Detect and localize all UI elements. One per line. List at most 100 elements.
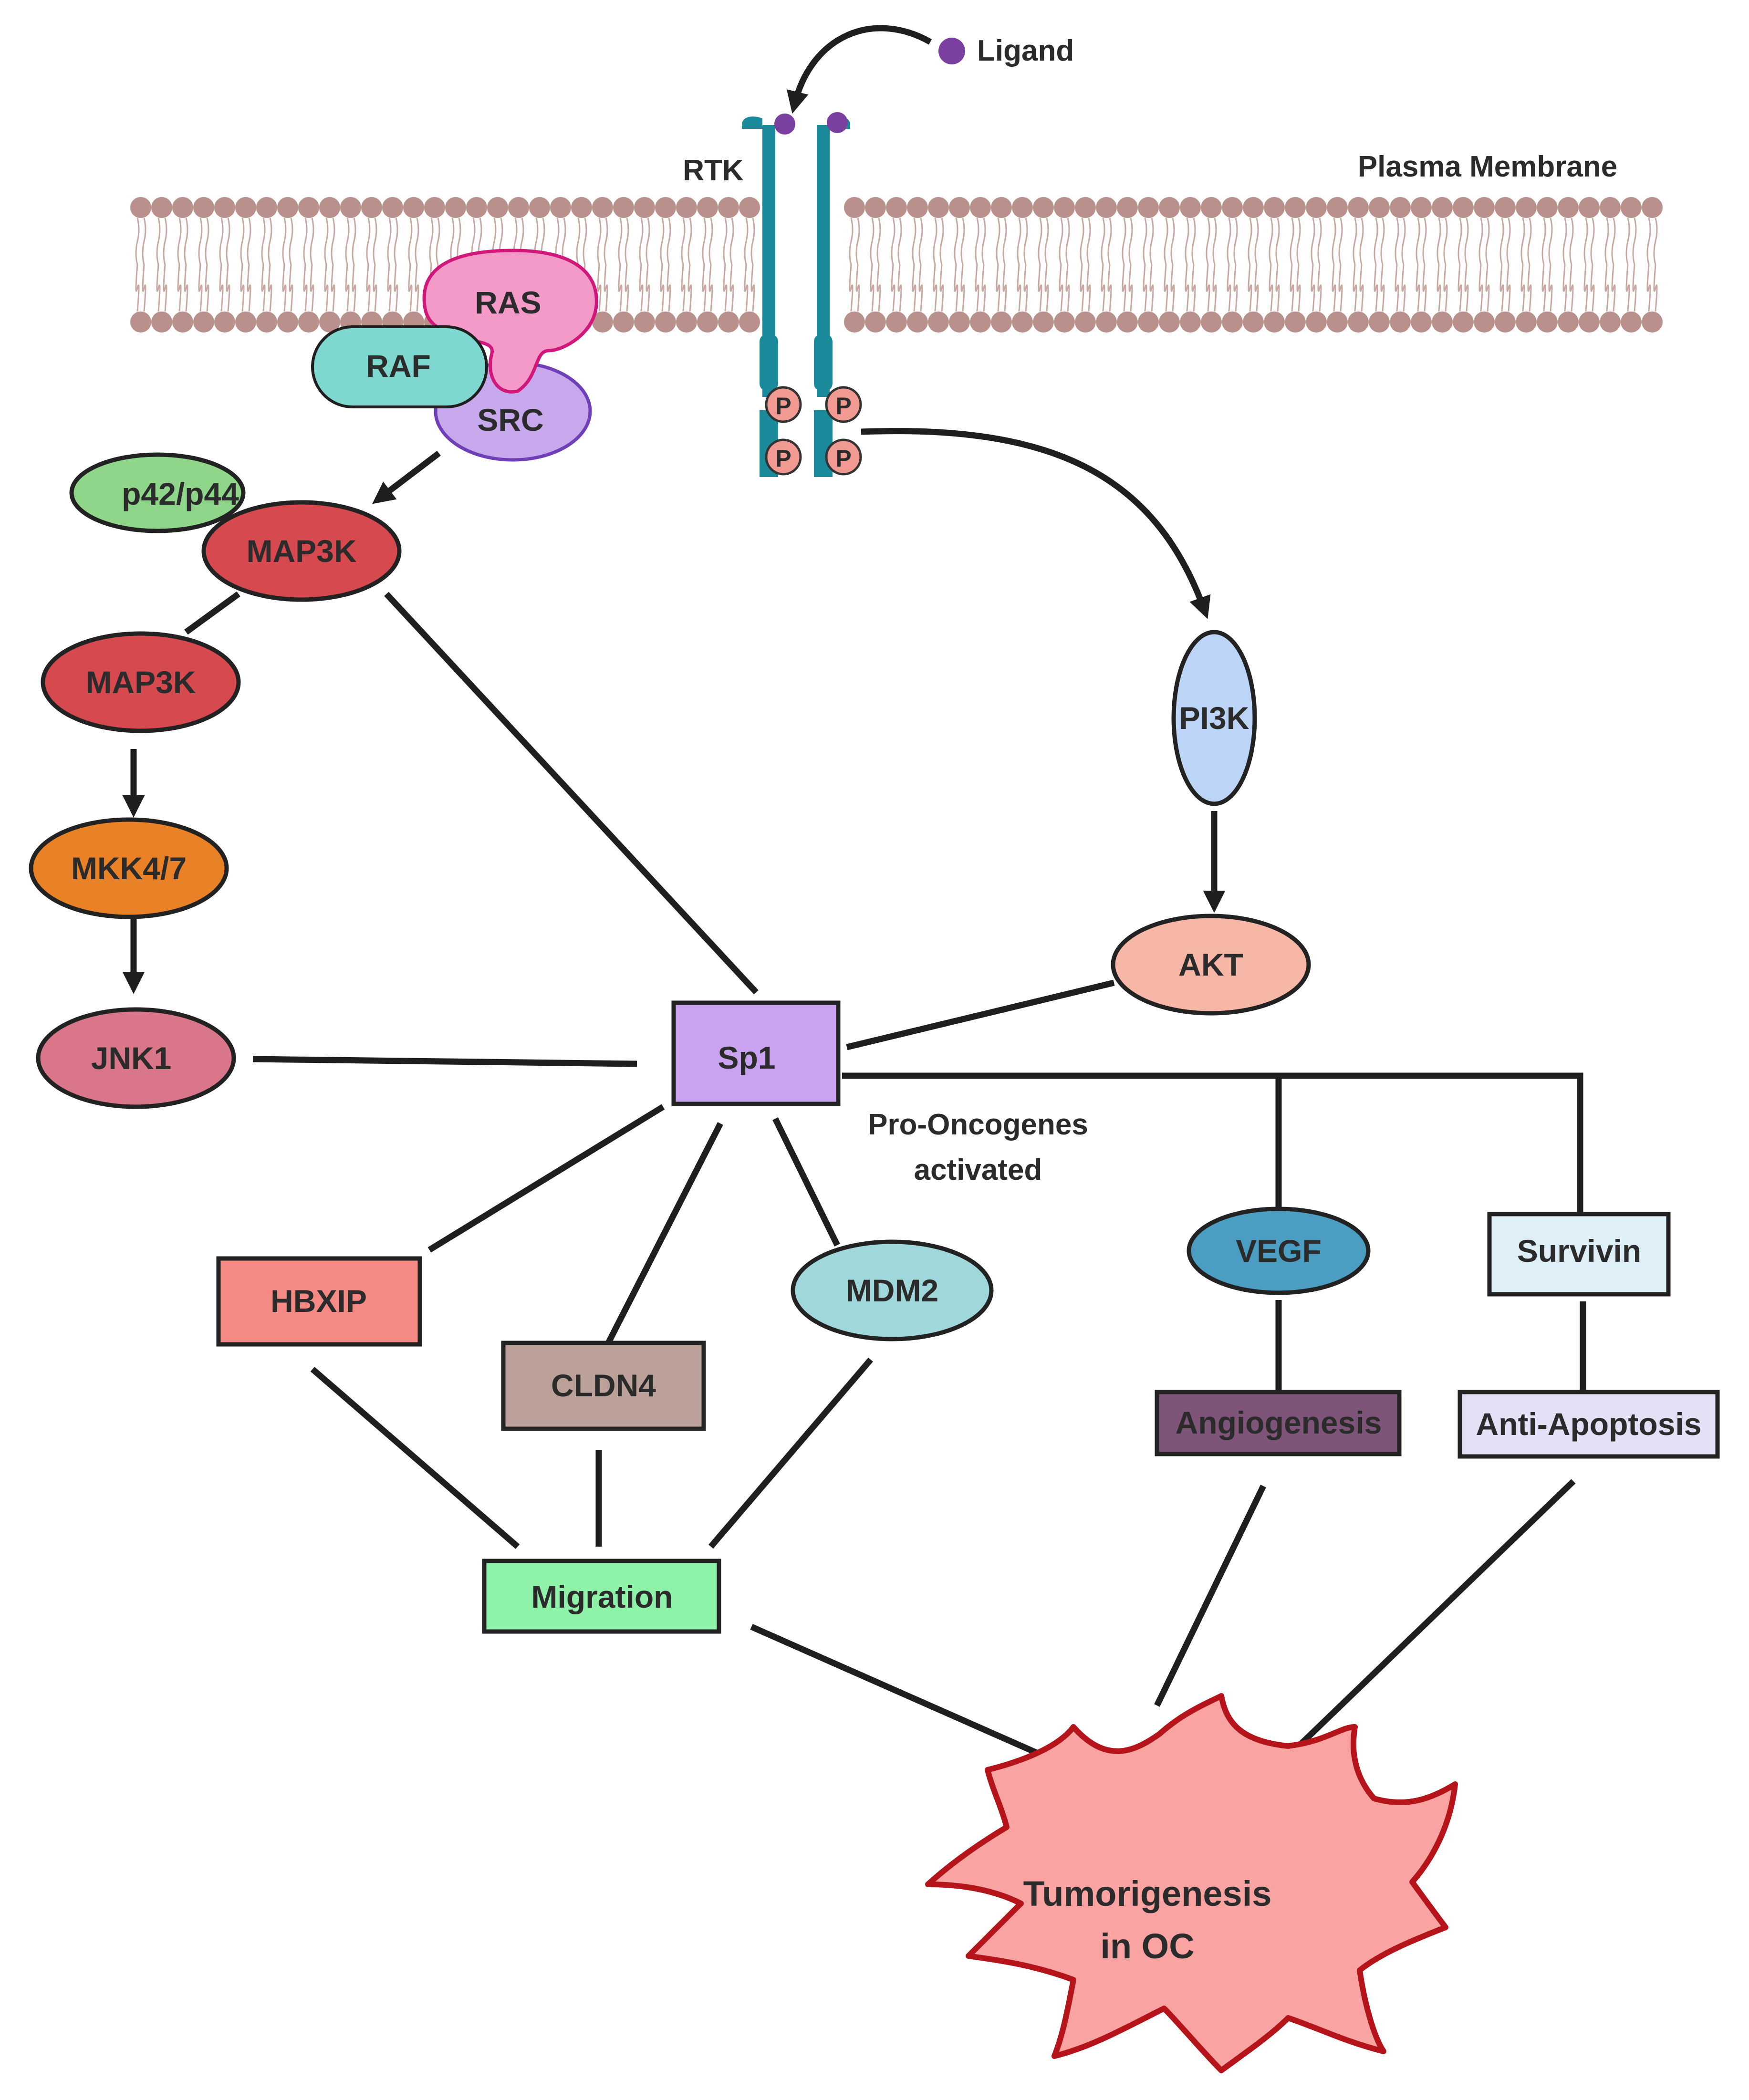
lipid-tail — [156, 218, 161, 265]
lipid-tail — [324, 264, 329, 312]
mkk47-node: MKK4/7 — [29, 817, 229, 919]
phospho-site-1: P — [765, 386, 802, 423]
lipid-head — [1432, 312, 1453, 333]
lipid-tail — [1101, 218, 1105, 265]
lipid-tail — [373, 264, 377, 312]
lipid-head — [1621, 312, 1642, 333]
lipid-tail — [1254, 218, 1259, 265]
lipid-tail — [687, 264, 692, 312]
cldn4-label: CLDN4 — [551, 1368, 656, 1403]
tumorigenesis-node: Tumorigenesis in OC — [925, 1693, 1458, 2073]
lipid-head — [1180, 312, 1201, 333]
lipid-tail — [247, 218, 251, 265]
lipid-head — [1096, 312, 1117, 333]
lipid-head — [1600, 312, 1621, 333]
lipid-tail — [142, 264, 146, 312]
lipid-tail — [373, 218, 377, 265]
lipid-tail — [876, 264, 881, 312]
lipid-head — [1159, 312, 1180, 333]
migration-label: Migration — [531, 1579, 673, 1614]
lipid-head — [1348, 312, 1369, 333]
lipid-tail — [981, 264, 986, 312]
lipid-tail — [240, 264, 245, 312]
lipid-head — [1348, 197, 1369, 218]
lipid-tail — [1044, 218, 1049, 265]
lipid-head — [1180, 197, 1201, 218]
membrane-lipid-tails — [135, 218, 1658, 312]
lipid-head — [844, 312, 865, 333]
lipid-tail — [1338, 264, 1343, 312]
lipid-head — [151, 197, 172, 218]
lipid-tail — [1296, 218, 1301, 265]
lipid-head — [1075, 312, 1096, 333]
lipid-head — [508, 197, 529, 218]
lipid-tail — [975, 264, 979, 312]
raf-label: RAF — [366, 348, 431, 384]
lipid-head — [970, 312, 991, 333]
lipid-tail — [1269, 218, 1273, 265]
lipid-tail — [219, 218, 224, 265]
lipid-head — [193, 197, 214, 218]
lipid-tail — [198, 218, 203, 265]
sp1-label: Sp1 — [718, 1040, 775, 1075]
phospho-site-3: P — [765, 438, 802, 476]
ras-label: RAS — [475, 285, 541, 320]
lipid-tail — [345, 218, 350, 265]
lipid-tail — [954, 264, 958, 312]
lipid-tail — [1317, 218, 1322, 265]
lipid-tail — [996, 264, 1000, 312]
lipid-tail — [702, 218, 707, 265]
lipid-tail — [1023, 218, 1028, 265]
lipid-tail — [135, 218, 140, 265]
lipid-tail — [1458, 218, 1462, 265]
lipid-head — [1033, 197, 1054, 218]
lipid-head — [172, 312, 193, 333]
lipid-tail — [1653, 264, 1658, 312]
lipid-head — [844, 197, 865, 218]
rtk-receptor — [742, 116, 850, 477]
lipid-head — [445, 197, 466, 218]
lipid-head — [1117, 312, 1138, 333]
tumorigenesis-star-shape — [925, 1693, 1458, 2073]
lipid-tail — [303, 218, 308, 265]
lipid-head — [403, 197, 424, 218]
survivin-label: Survivin — [1517, 1233, 1641, 1268]
lipid-head — [1012, 197, 1033, 218]
lipid-tail — [1611, 218, 1616, 265]
lipid-tail — [960, 264, 965, 312]
lipid-tail — [1548, 218, 1553, 265]
lipid-head — [1306, 312, 1327, 333]
anti-apoptosis-label: Anti-Apoptosis — [1476, 1406, 1702, 1442]
lipid-tail — [708, 218, 713, 265]
lipid-tail — [1164, 218, 1168, 265]
lipid-tail — [1625, 218, 1630, 265]
lipid-tail — [897, 264, 902, 312]
lipid-head — [277, 197, 298, 218]
lipid-tail — [933, 218, 937, 265]
lipid-tail — [310, 218, 314, 265]
map3k-label-2: MAP3K — [85, 665, 196, 700]
membrane-lipid-heads — [130, 197, 1663, 333]
lipid-tail — [177, 264, 182, 312]
lipid-head — [739, 197, 760, 218]
lipid-tail — [366, 264, 371, 312]
lipid-head — [1264, 197, 1285, 218]
lipid-tail — [744, 218, 749, 265]
lipid-tail — [1332, 264, 1336, 312]
lipid-tail — [1170, 218, 1175, 265]
jnk1-node: JNK1 — [36, 1007, 236, 1109]
lipid-tail — [1059, 218, 1063, 265]
lipid-head — [1285, 312, 1306, 333]
map3k-node-2: MAP3K — [41, 631, 241, 733]
lipid-head — [1411, 197, 1432, 218]
lipid-head — [1495, 197, 1516, 218]
lipid-head — [1327, 197, 1348, 218]
lipid-head — [949, 197, 970, 218]
lipid-head — [1159, 197, 1180, 218]
lipid-tail — [604, 264, 608, 312]
lipid-head — [571, 197, 592, 218]
plasma-membrane-label: Plasma Membrane — [1358, 150, 1617, 183]
lipid-tail — [639, 218, 644, 265]
lipid-head — [1369, 197, 1390, 218]
lipid-tail — [1569, 218, 1574, 265]
